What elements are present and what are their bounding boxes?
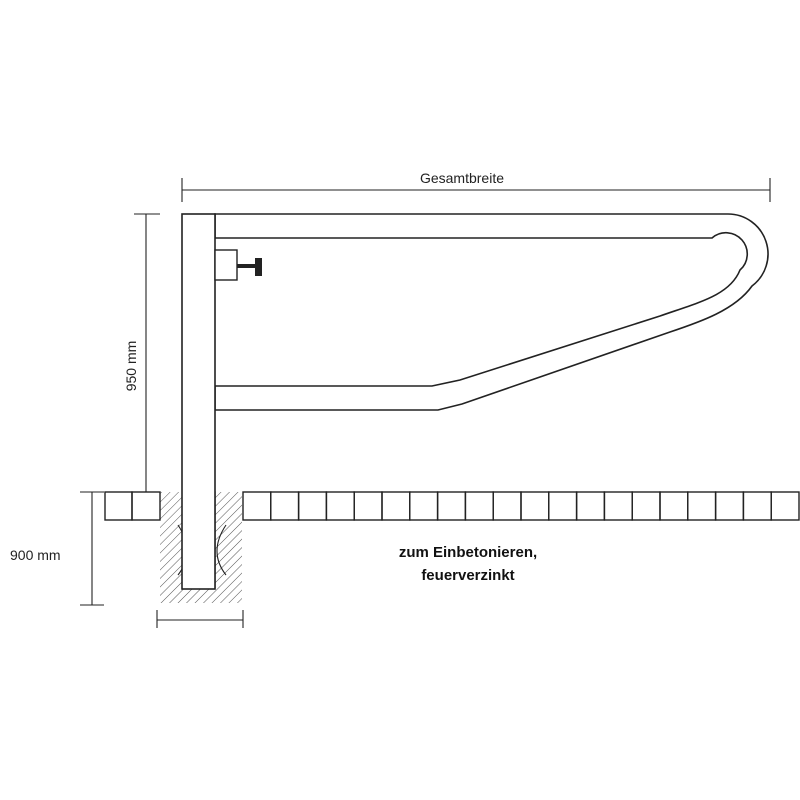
paving-stone [104,491,133,521]
height-dimension [134,213,160,492]
note-line-1: zum Einbetonieren, [399,544,537,561]
paving-row [104,491,800,521]
paving-stone [548,491,578,521]
paving-stone [409,491,439,521]
paving-stone [520,491,550,521]
note-line-2: feuerverzinkt [421,567,514,584]
paving-stone [353,491,383,521]
paving-stone [131,491,161,521]
overall-width-dimension [181,178,771,202]
overall-width-label: Gesamtbreite [420,170,504,186]
paving-stone [770,491,800,521]
paving-stone [575,491,606,521]
vertical-post [181,213,216,590]
paving-stone [297,491,328,521]
paving-stone [381,491,411,521]
height-label: 950 mm [123,341,139,392]
paving-stone [742,491,772,521]
paving-stone [242,491,272,521]
bracket-arm [214,213,769,411]
depth-dimension [80,491,104,606]
paving-stone [325,491,355,521]
paving-stone [659,491,689,521]
clamp-icon [214,249,262,281]
paving-stone [631,491,661,521]
paving-stone [714,491,745,521]
paving-stone [464,491,494,521]
foundation-width-dimension [156,610,244,628]
paving-stone [492,491,522,521]
depth-label: 900 mm [10,547,61,563]
paving-stone [270,491,300,521]
paving-stone [436,491,467,521]
paving-stone [603,491,633,521]
paving-stone [687,491,717,521]
